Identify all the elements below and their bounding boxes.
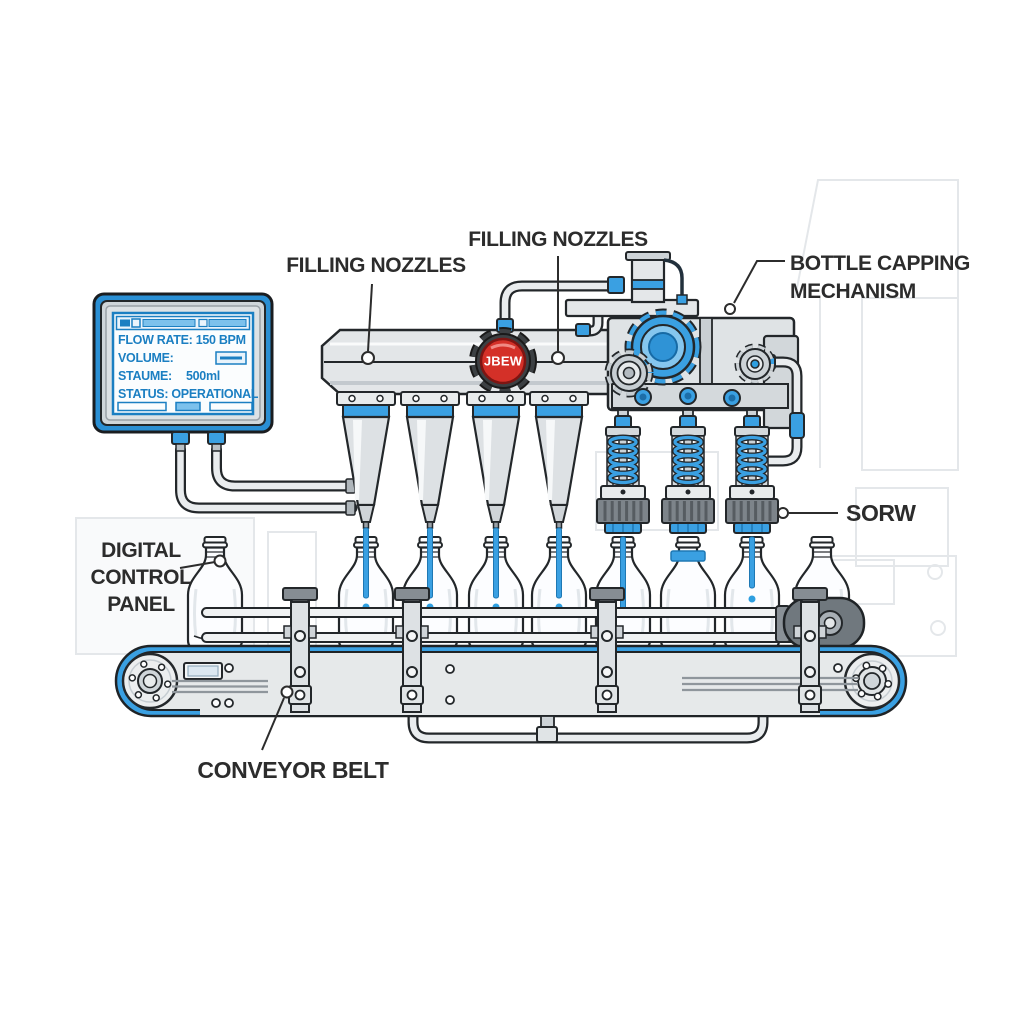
capping-head [662,410,714,533]
manifold-top-pipes [496,280,614,338]
badge-text: JBEW [484,354,523,369]
belt-speed-lines [172,676,858,694]
label-digital-2: CONTROL [90,566,192,589]
bottle-capping-mechanism [564,251,805,533]
screen-status-bar [115,315,251,331]
under-belt-pipe [407,704,769,744]
label-filling-nozzles-2: FILLING NOZZLES [468,228,648,251]
capper-drive-knob [624,308,702,386]
pipe-collar [789,412,805,439]
pipe-fitting [575,323,591,337]
leader-anchor-nozzles-2 [551,351,565,365]
screen-status: STATUS: OPERATIONAL [118,387,259,401]
manifold-badge: JBEW [469,327,537,395]
bottle-row [186,535,851,651]
conveyor-belt [114,644,908,743]
panel-supply-hoses [175,444,358,516]
label-digital-1: DIGITAL [101,539,181,562]
panel-connector [207,431,226,445]
label-conveyor-belt: CONVEYOR BELT [197,757,389,783]
hose-fitting [345,500,356,516]
digital-control-panel: FLOW RATE: 150 BPM VOLUME: STAUME: 500ml… [92,292,274,452]
panel-connector [171,431,190,445]
belt-bolt-holes [211,663,843,708]
gear-icon [604,348,654,398]
capper-cable [663,258,684,296]
capped-seal-band [670,550,706,562]
label-bottle-capping-2: MECHANISM [790,280,916,303]
filling-nozzle [528,390,590,530]
pipe-fitting [607,276,625,294]
belt-pulley-right [843,652,901,710]
screen-staume-value: 500ml [186,369,220,383]
screen-footer-bars [117,401,253,412]
gear-icon [734,343,776,385]
capping-head [597,410,649,533]
capper-bolts [634,387,741,407]
filling-nozzle [465,390,527,530]
screen-staume-label: STAUME: [118,369,172,383]
label-bottle-capping-1: BOTTLE CAPPING [790,252,970,275]
label-digital-3: PANEL [107,593,175,616]
screen-flow-rate: FLOW RATE: 150 BPM [118,333,246,347]
screen-volume-label: VOLUME: [118,351,174,365]
pipe-fitting [540,715,555,728]
pipe-fitting [536,726,558,743]
filling-nozzle [399,390,461,530]
belt-pulley-left [121,652,179,710]
leader-anchor-nozzles-1 [361,351,375,365]
label-screw: SORW [846,500,916,526]
annotations: FILLING NOZZLES FILLING NOZZLES BOTTLE C… [90,228,970,783]
label-filling-nozzles-1: FILLING NOZZLES [286,254,466,277]
